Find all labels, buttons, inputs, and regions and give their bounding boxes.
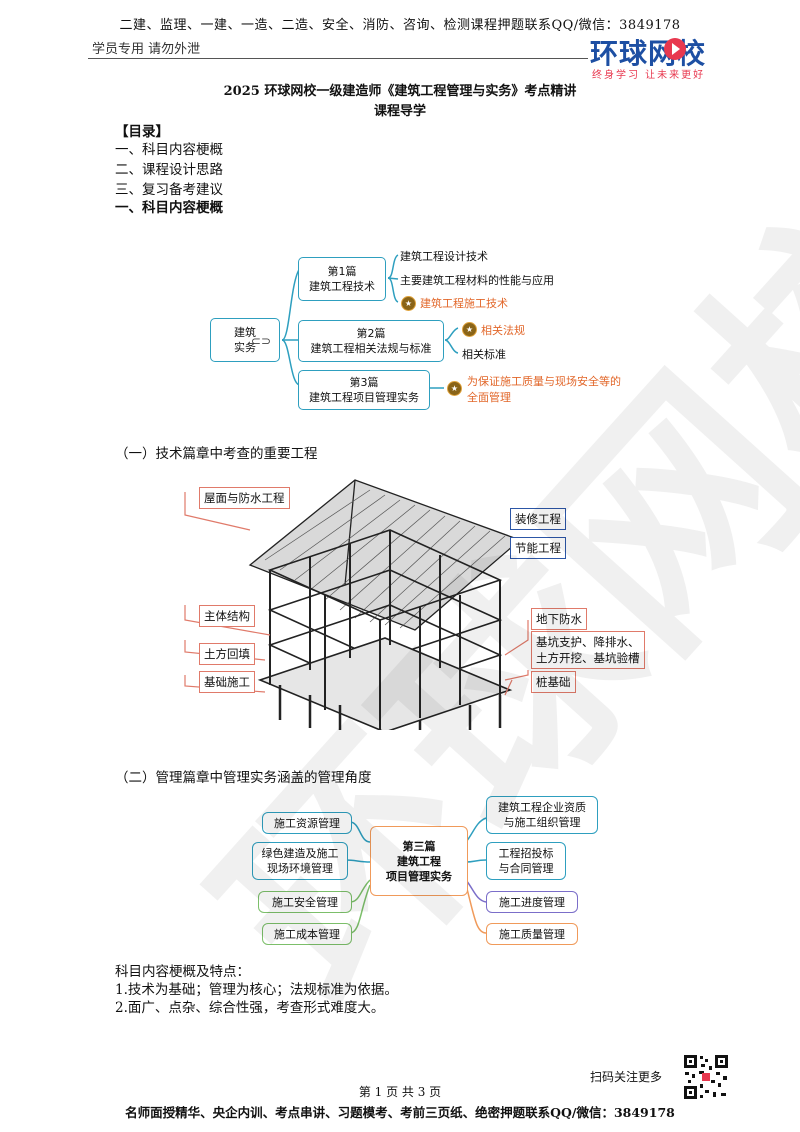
link-icon: ⊂⊃ xyxy=(250,334,271,348)
mgmt-resource-label: 施工资源管理 xyxy=(274,816,340,830)
page-number: 第 1 页 共 3 页 xyxy=(358,1085,442,1099)
document-title: 2025 环球网校一级建造师《建筑工程管理与实务》考点精讲 xyxy=(223,84,577,99)
mgmt-quality: 施工质量管理 xyxy=(486,923,578,945)
mgmt-quality-label: 施工质量管理 xyxy=(499,927,565,941)
mindmap-root-label: 建筑 实务 xyxy=(234,326,256,354)
mgmt-qualification-label: 建筑工程企业资质 与施工组织管理 xyxy=(498,801,586,829)
star-icon: ★ xyxy=(401,296,416,311)
leaf-construction-tech: 建筑工程施工技术 xyxy=(420,297,508,310)
document-subtitle: 课程导学 xyxy=(373,104,426,119)
mgmt-cost: 施工成本管理 xyxy=(262,923,352,945)
building-illustration xyxy=(248,479,522,730)
building-label-connectors xyxy=(184,492,529,696)
mgmt-bidding: 工程招投标 与合同管理 xyxy=(486,842,566,880)
logo-wordmark: 环球网校 xyxy=(590,37,707,70)
label-pile-foundation: 桩基础 xyxy=(531,671,576,693)
leaf-materials: 主要建筑工程材料的性能与应用 xyxy=(400,274,554,287)
branch-box-2: 第2篇 建筑工程相关法规与标准 xyxy=(298,320,444,362)
label-underground-waterproof: 地下防水 xyxy=(531,608,587,630)
mgmt-resource: 施工资源管理 xyxy=(262,812,352,834)
label-main-structure: 主体结构 xyxy=(199,605,255,627)
toc-item[interactable]: 一、科目内容梗概 xyxy=(115,142,223,158)
qr-code-icon[interactable] xyxy=(683,1054,729,1100)
branch-label-2: 第2篇 建筑工程相关法规与标准 xyxy=(310,327,432,355)
mindmap2-center: 第三篇 建筑工程 项目管理实务 xyxy=(370,826,468,896)
features-item: 2.面广、点杂、综合性强，考查形式难度大。 xyxy=(115,1000,385,1016)
mgmt-green-label: 绿色建造及施工 现场环境管理 xyxy=(261,847,339,875)
brand-logo: 环球网校 终身学习 让未来更好 xyxy=(590,32,740,81)
leaf-management: 为保证施工质量与现场安全等的 全面管理 xyxy=(467,375,621,404)
branch-label-1: 第1篇 建筑工程技术 xyxy=(309,265,375,293)
mindmap2-center-label: 第三篇 建筑工程 项目管理实务 xyxy=(386,839,452,883)
mgmt-green: 绿色建造及施工 现场环境管理 xyxy=(252,842,348,880)
caption-management: （二）管理篇章中管理实务涵盖的管理角度 xyxy=(115,770,372,786)
mgmt-bidding-label: 工程招投标 与合同管理 xyxy=(498,847,554,875)
leaf-standards: 相关标准 xyxy=(462,348,506,361)
header-divider xyxy=(88,58,588,59)
star-icon: ★ xyxy=(462,322,477,337)
mgmt-cost-label: 施工成本管理 xyxy=(274,927,340,941)
mindmap-root: 建筑 实务 ⊂⊃ xyxy=(210,318,280,362)
mgmt-qualification: 建筑工程企业资质 与施工组织管理 xyxy=(486,796,598,834)
toc-item[interactable]: 三、复习备考建议 xyxy=(115,182,223,198)
branch-box-3: 第3篇 建筑工程项目管理实务 xyxy=(298,370,430,410)
toc-item[interactable]: 二、课程设计思路 xyxy=(115,162,223,178)
mgmt-schedule-label: 施工进度管理 xyxy=(499,895,565,909)
mgmt-schedule: 施工进度管理 xyxy=(486,891,578,913)
features-item: 1.技术为基础；管理为核心；法规标准为依据。 xyxy=(115,982,398,998)
label-decoration: 装修工程 xyxy=(510,508,566,530)
label-excavation: 基坑支护、降排水、 土方开挖、基坑验槽 xyxy=(531,631,645,669)
branch-label-3: 第3篇 建筑工程项目管理实务 xyxy=(309,376,419,404)
section-heading: 一、科目内容梗概 xyxy=(115,200,223,216)
mgmt-safety-label: 施工安全管理 xyxy=(272,895,338,909)
features-heading: 科目内容梗概及特点： xyxy=(115,964,250,980)
play-icon xyxy=(664,38,686,60)
mgmt-safety: 施工安全管理 xyxy=(258,891,352,913)
logo-slogan: 终身学习 让未来更好 xyxy=(592,70,706,81)
header-contact-line: 二建、监理、一建、一造、二造、安全、消防、咨询、检测课程押题联系QQ/微信：38… xyxy=(119,18,681,33)
label-backfill: 土方回填 xyxy=(199,643,255,665)
leaf-regulations: 相关法规 xyxy=(481,324,525,337)
confidential-note: 学员专用 请勿外泄 xyxy=(92,42,201,57)
branch-box-1: 第1篇 建筑工程技术 xyxy=(298,257,386,301)
label-foundation: 基础施工 xyxy=(199,671,255,693)
star-icon: ★ xyxy=(447,381,462,396)
mindmap1-connectors xyxy=(281,254,459,389)
leaf-design-tech: 建筑工程设计技术 xyxy=(400,250,488,263)
caption-tech: （一）技术篇章中考查的重要工程 xyxy=(115,446,318,462)
scan-label: 扫码关注更多 xyxy=(590,1070,663,1084)
toc-heading: 【目录】 xyxy=(115,124,169,140)
label-energy: 节能工程 xyxy=(510,537,566,559)
label-roofing: 屋面与防水工程 xyxy=(199,487,290,509)
footer-contact-line: 名师面授精华、央企内训、考点串讲、习题模考、考前三页纸、绝密押题联系QQ/微信：… xyxy=(125,1105,675,1120)
